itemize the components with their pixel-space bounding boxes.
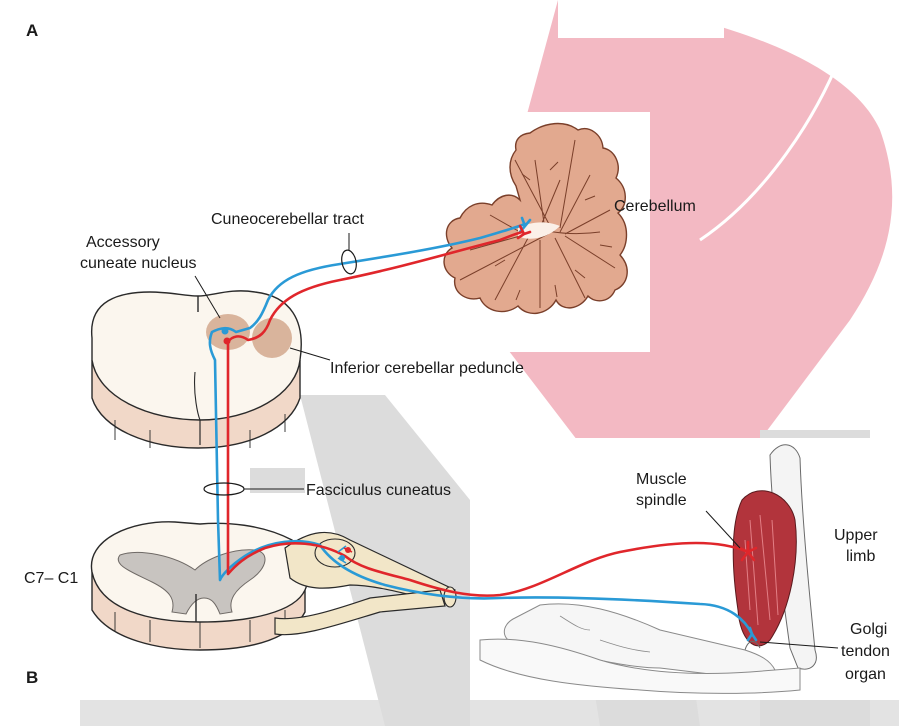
panel-label-b: B	[26, 668, 38, 687]
golgi-label-3: organ	[845, 666, 886, 683]
panel-label-a: A	[26, 21, 38, 40]
golgi-label-2: tendon	[841, 643, 890, 660]
muscle-spindle-label-1: Muscle	[636, 471, 687, 488]
fasciculus-bundle-marker	[204, 483, 244, 495]
cerebellum-label: Cerebellum	[614, 198, 696, 215]
inferior-cerebellar-peduncle-label: Inferior cerebellar peduncle	[330, 360, 524, 377]
accessory-cuneate-label-2: cuneate nucleus	[80, 255, 197, 272]
fasciculus-cuneatus-label: Fasciculus cuneatus	[306, 482, 451, 499]
upper-limb-label-2: limb	[846, 548, 875, 565]
medulla-section	[92, 291, 302, 448]
accessory-cuneate-label-1: Accessory	[86, 234, 160, 251]
spinal-level-label: C7– C1	[24, 570, 78, 587]
upper-limb-label-1: Upper	[834, 527, 878, 544]
cuneocerebellar-tract-label: Cuneocerebellar tract	[211, 211, 365, 228]
golgi-label-1: Golgi	[850, 621, 887, 638]
muscle-spindle-label-2: spindle	[636, 492, 687, 509]
